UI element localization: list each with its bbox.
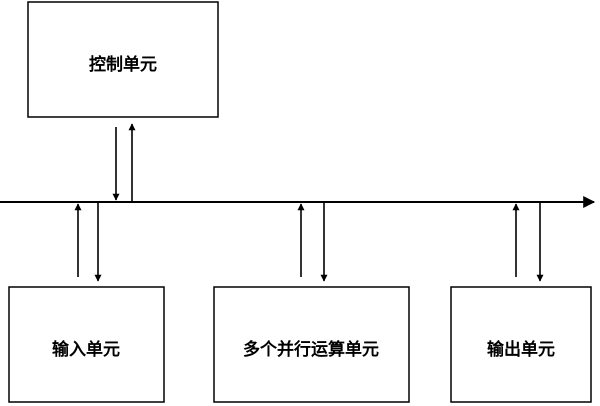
output-unit-node: 输出单元 xyxy=(450,286,592,403)
parallel-compute-unit-node: 多个并行运算单元 xyxy=(213,286,410,403)
output-unit-box xyxy=(450,286,592,403)
input-unit-node: 输入单元 xyxy=(8,286,165,403)
input-unit-box xyxy=(8,286,165,403)
parallel-compute-unit-box xyxy=(213,286,410,403)
parallel-compute-unit-label: 多个并行运算单元 xyxy=(243,339,379,360)
control-unit-label: 控制单元 xyxy=(89,54,157,75)
control-unit-box xyxy=(27,1,219,118)
input-unit-label: 输入单元 xyxy=(52,339,120,360)
control-unit-node: 控制单元 xyxy=(27,1,219,118)
output-unit-label: 输出单元 xyxy=(487,339,555,360)
